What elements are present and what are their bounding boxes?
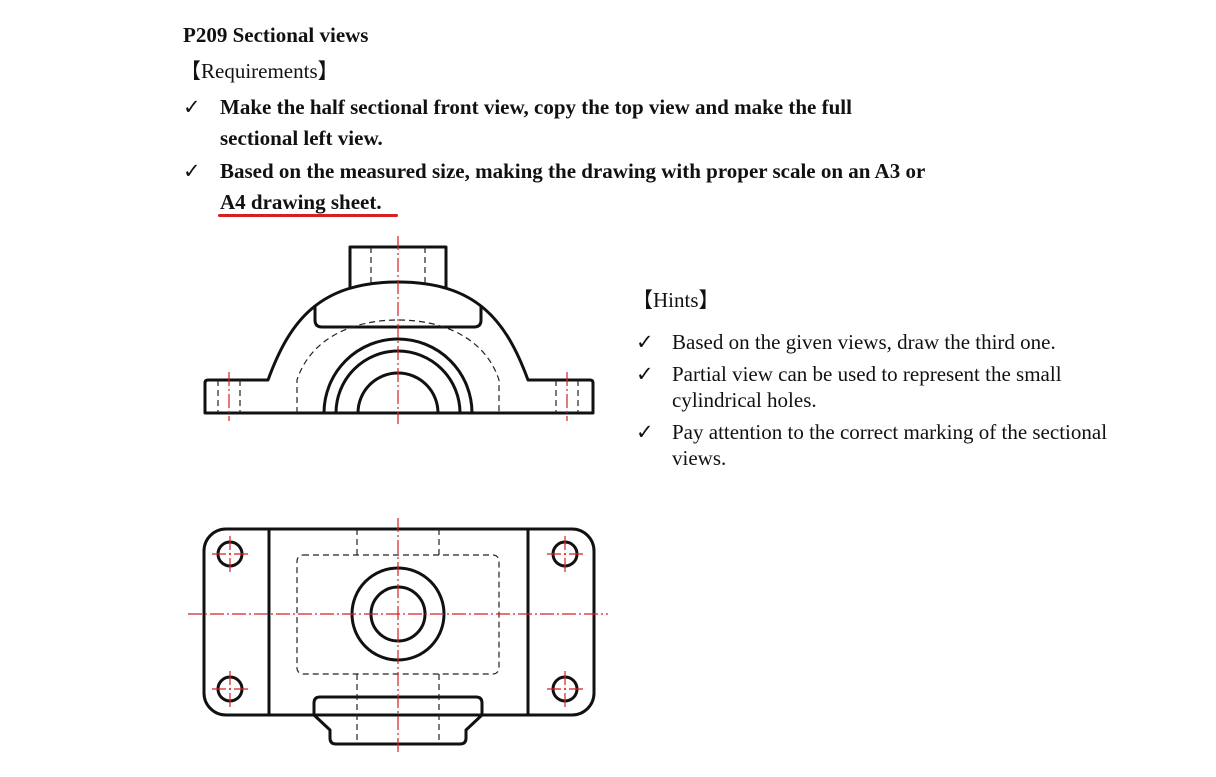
- top-view-tab: [312, 695, 484, 746]
- requirements-heading: 【Requirements】: [180, 59, 339, 83]
- requirement-text: Based on the measured size, making the d…: [220, 159, 926, 183]
- check-icon: ✓: [183, 159, 201, 183]
- check-icon: ✓: [636, 420, 654, 444]
- requirement-item: ✓ Make the half sectional front view, co…: [183, 92, 983, 154]
- hints-list: ✓ Based on the given views, draw the thi…: [636, 329, 1136, 477]
- front-view-outline: [203, 280, 595, 415]
- hint-text: Partial view can be used to represent th…: [672, 362, 1062, 386]
- hint-text-continued: cylindrical holes.: [672, 388, 817, 412]
- hint-item: ✓ Pay attention to the correct marking o…: [636, 419, 1136, 471]
- hidden-arc: [296, 319, 500, 413]
- red-underline-highlight: [218, 214, 398, 217]
- front-view-hidden-lines: [217, 247, 579, 413]
- check-icon: ✓: [636, 330, 654, 354]
- hint-item: ✓ Partial view can be used to represent …: [636, 361, 1136, 413]
- front-view-bore-outer: [322, 337, 474, 414]
- top-view-centerlines: [188, 518, 608, 752]
- hint-text-continued: views.: [672, 446, 727, 470]
- requirements-list: ✓ Make the half sectional front view, co…: [183, 92, 983, 220]
- hint-item: ✓ Based on the given views, draw the thi…: [636, 329, 1136, 355]
- top-view: [202, 527, 596, 746]
- page-title: P209 Sectional views: [183, 23, 369, 47]
- check-icon: ✓: [636, 362, 654, 386]
- hint-text: Based on the given views, draw the third…: [672, 330, 1056, 354]
- requirement-text: Make the half sectional front view, copy…: [220, 95, 852, 119]
- requirement-text-continued: A4 drawing sheet.: [220, 190, 382, 214]
- requirement-text-continued: sectional left view.: [220, 126, 383, 150]
- requirement-item: ✓ Based on the measured size, making the…: [183, 156, 983, 218]
- hint-text: Pay attention to the correct marking of …: [672, 420, 1108, 444]
- check-icon: ✓: [183, 95, 201, 119]
- front-view: [203, 245, 595, 415]
- front-view-centerlines: [228, 236, 568, 424]
- top-view-outline: [202, 527, 596, 717]
- hints-heading: 【Hints】: [632, 288, 720, 312]
